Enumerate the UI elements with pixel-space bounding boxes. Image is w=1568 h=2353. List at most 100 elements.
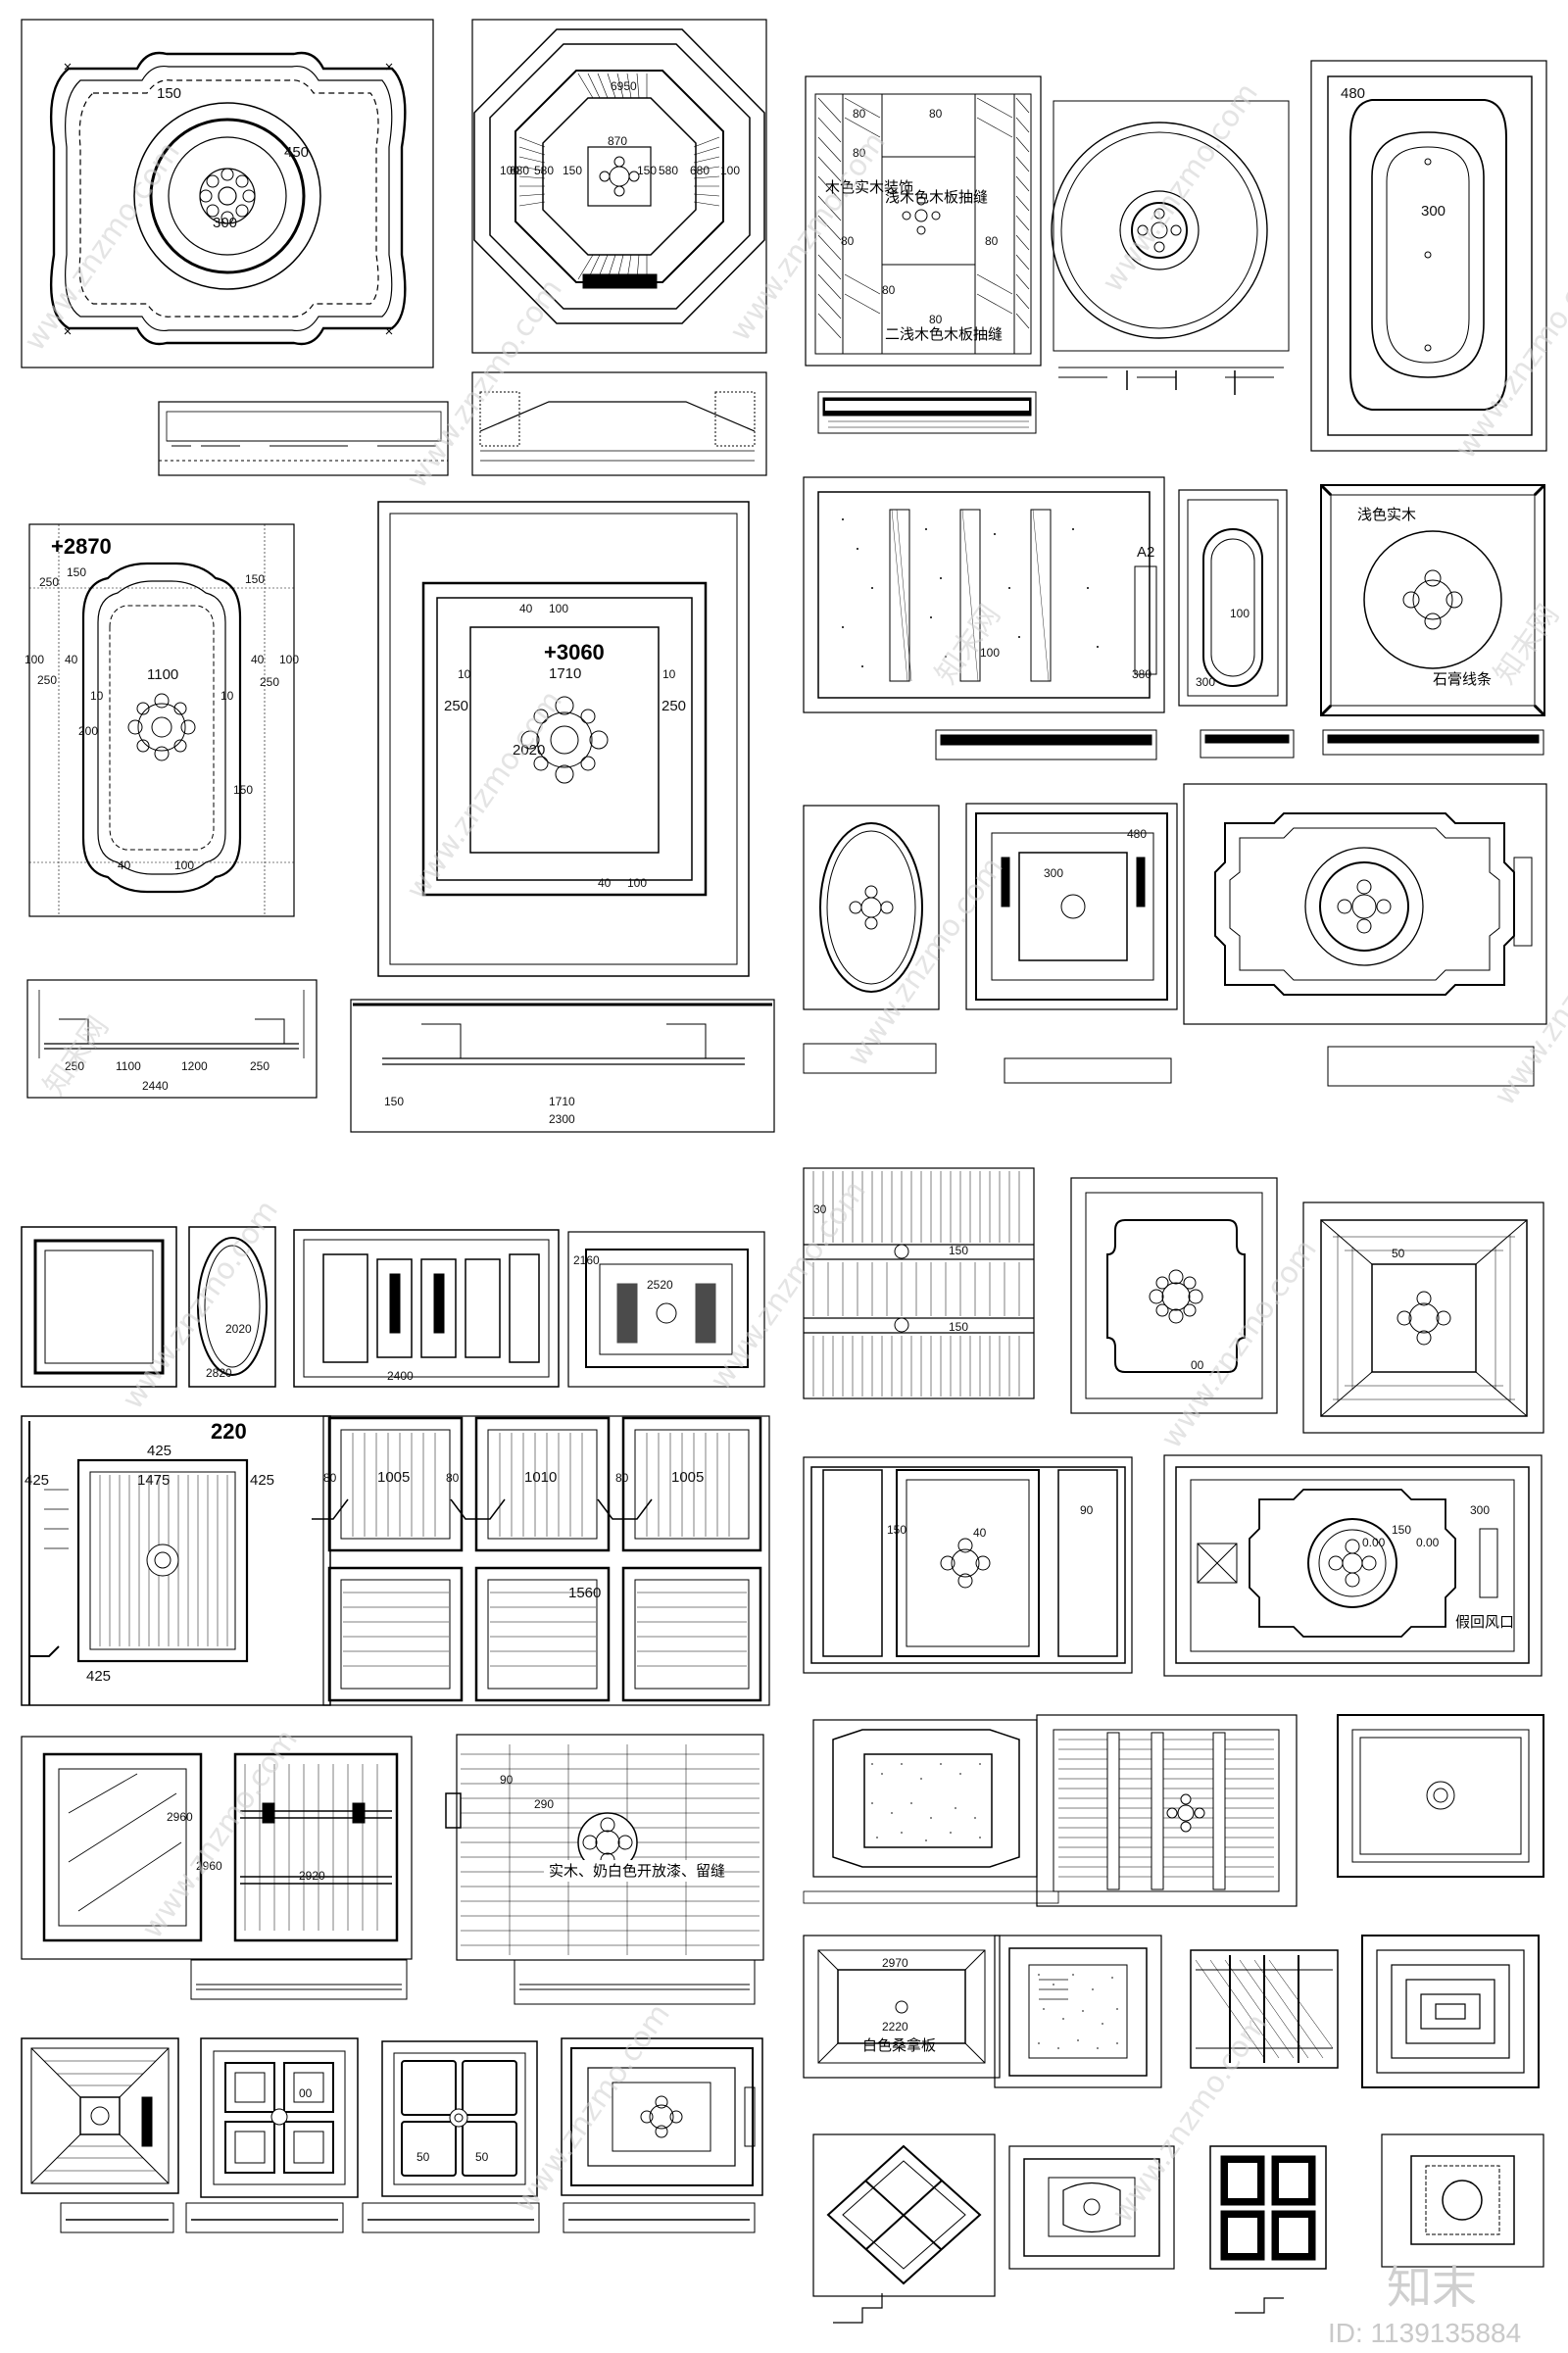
dim-150-a: 150 — [67, 565, 86, 579]
dim-2920: 2920 — [299, 1869, 325, 1883]
dim-80-3: 80 — [853, 146, 866, 160]
dim-80-c: 80 — [615, 1471, 629, 1485]
label-light-wood-strip-2: 二浅木色木板抽缝 — [885, 325, 1003, 343]
dim-300: 300 — [213, 215, 237, 231]
label-return-air: 假回风口 — [1455, 1613, 1514, 1631]
row-5: 2960 2960 2920 90 290 实木、奶白色开放漆、留缝 — [21, 1714, 1544, 2005]
row-6: 00 50 50 2970 2220 白色桑拿板 — [21, 1935, 1544, 2324]
ceiling-plan-2870: +2870 150 150 250 100 40 250 10 1100 10 … — [24, 523, 299, 917]
section-dim-1100: 1100 — [116, 1059, 141, 1073]
ceiling-plan-rect-a: 480 300 — [965, 803, 1178, 1010]
watermark-site-10: www.znzmo.com — [704, 1174, 873, 1396]
section-2870: 250 1100 1200 250 2440 — [26, 979, 318, 1099]
dim-2160: 2160 — [573, 1253, 600, 1267]
dim-3060-250b: 250 — [662, 698, 686, 714]
dim-10-b: 10 — [220, 689, 234, 703]
section-dim-250: 250 — [65, 1059, 84, 1073]
dim-capsule-100: 100 — [1230, 607, 1250, 620]
section-dim-1200: 1200 — [181, 1059, 208, 1073]
dim-80-2: 80 — [929, 107, 943, 121]
dim-row5-90: 90 — [500, 1773, 514, 1787]
watermark-site-7: www.znzmo.com — [841, 851, 1010, 1072]
dim-3060-10a: 10 — [458, 667, 471, 681]
section-b-1710: 1710 — [549, 1095, 575, 1108]
dim-150-c: 150 — [563, 164, 582, 177]
label-solid-wood: 木色实木装饰 — [825, 178, 913, 196]
dim-425-left: 425 — [24, 1472, 49, 1489]
dim-80-4: 80 — [841, 234, 855, 248]
dim-rect-a-480: 480 — [1127, 827, 1147, 841]
dim-1100-a: 1100 — [147, 666, 178, 683]
dim-40-b: 40 — [251, 653, 265, 666]
watermark-site-12: www.znzmo.com — [135, 1723, 305, 1944]
dim-80-b: 80 — [446, 1471, 460, 1485]
section-1 — [158, 401, 449, 476]
dim-2820: 2820 — [206, 1366, 232, 1380]
ceiling-plan-octagon: 6950 870 100 680 580 150 580 680 150 100 — [471, 19, 767, 354]
dim-80-6: 80 — [882, 283, 896, 297]
dim-row3-150b: 150 — [949, 1320, 968, 1334]
section-2 — [471, 371, 767, 476]
dim-480: 480 — [1341, 85, 1365, 102]
ceiling-plan-oval — [803, 805, 940, 1010]
watermark-logo: 知末 — [1387, 2261, 1477, 2314]
dim-row6-50b: 50 — [475, 2150, 489, 2164]
dim-250-c: 250 — [260, 675, 279, 689]
dim-425-right: 425 — [250, 1472, 274, 1489]
dim-row4-000b: 0.00 — [1416, 1536, 1440, 1549]
dim-2020: 2020 — [513, 742, 545, 759]
elev-2870: +2870 — [51, 534, 112, 559]
dim-3060-40: 40 — [519, 602, 533, 615]
dim-80-a: 80 — [323, 1471, 337, 1485]
dim-425-top: 425 — [147, 1443, 172, 1459]
label-light-wood-strip: 浅木色木板抽缝 — [885, 188, 988, 206]
watermark-site-1: www.znzmo.com — [18, 135, 187, 357]
dim-row6-2220: 2220 — [882, 2020, 908, 2034]
label-a2: A2 — [1137, 544, 1154, 561]
dim-row4-150b: 150 — [1392, 1523, 1411, 1537]
dim-40-c: 40 — [118, 858, 131, 872]
ceiling-plan-round — [1051, 100, 1290, 395]
section-dim-250-b: 250 — [250, 1059, 270, 1073]
watermark-site-11: www.znzmo.com — [1154, 1233, 1324, 1454]
section-capsule — [1200, 729, 1295, 759]
dim-row3-30: 30 — [813, 1202, 827, 1216]
ceiling-plan-oval-capsule: 100 300 — [1178, 489, 1288, 707]
dim-3060-100b: 100 — [627, 876, 647, 890]
watermarks: www.znzmo.com www.znzmo.com www.znzmo.co… — [18, 76, 1568, 2348]
dim-row3-150: 150 — [949, 1244, 968, 1257]
dim-2020-small: 2020 — [225, 1322, 252, 1336]
ceiling-plan-wood-strips: 木色实木装饰 浅木色木板抽缝 二浅木色木板抽缝 80 80 80 80 80 8… — [805, 75, 1042, 367]
dim-1560: 1560 — [568, 1585, 601, 1601]
dim-1475: 1475 — [137, 1472, 170, 1489]
dim-150-r: 150 — [637, 164, 657, 177]
ceiling-plan-3060: +3060 100 40 10 1710 10 250 2020 250 100… — [377, 501, 750, 977]
dim-100-a: 100 — [24, 653, 44, 666]
row-4: 220 425 425 1475 425 425 80 1005 80 1010 — [21, 1415, 1543, 1706]
section-3060: 150 1710 2300 — [350, 999, 775, 1133]
row-2: +2870 150 150 250 100 40 250 10 1100 10 … — [24, 476, 1547, 1133]
dim-80-5: 80 — [985, 234, 999, 248]
dim-100: 100 — [500, 164, 519, 177]
dim-80-1: 80 — [853, 107, 866, 121]
dim-row3-00: 00 — [1191, 1358, 1204, 1372]
dim-250-a: 250 — [37, 673, 57, 687]
dim-row4-300: 300 — [1470, 1503, 1490, 1517]
watermark-cn-1: 知末网 — [37, 1010, 116, 1103]
dim-580-r: 580 — [659, 164, 678, 177]
dim-10-a: 10 — [90, 689, 104, 703]
dim-100-r: 100 — [720, 164, 740, 177]
dim-3060-250: 250 — [444, 698, 468, 714]
dim-1710: 1710 — [549, 665, 581, 682]
section-solid-wood — [1322, 729, 1544, 756]
dim-870: 870 — [608, 134, 627, 148]
dim-1010: 1010 — [524, 1469, 557, 1486]
ceiling-plan-terrazzo: A2 100 380 — [803, 476, 1165, 713]
dim-row6-00a: 00 — [299, 2086, 313, 2100]
dim-row6-50a: 50 — [416, 2150, 430, 2164]
dim-2520: 2520 — [647, 1278, 673, 1292]
elev-220: 220 — [211, 1419, 247, 1444]
dim-row4-90: 90 — [1080, 1503, 1094, 1517]
dim-3060-100: 100 — [549, 602, 568, 615]
dim-row6-2970: 2970 — [882, 1956, 908, 1970]
